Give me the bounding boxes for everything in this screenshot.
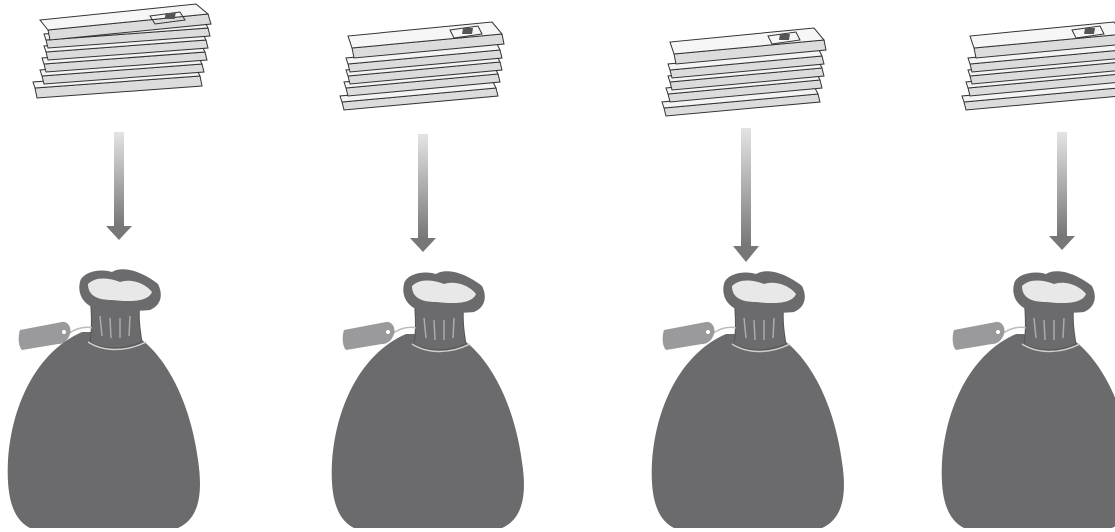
- mail-bag-icon: [942, 271, 1115, 528]
- letter-stack-icon: [33, 4, 211, 98]
- mail-bag-icon: [8, 269, 200, 528]
- letter-stack-icon: [962, 22, 1115, 110]
- flow-column-3: [644, 0, 864, 532]
- letter-stack-icon: [662, 28, 826, 116]
- column-graphic: [644, 0, 864, 532]
- column-graphic: [322, 0, 542, 532]
- column-graphic: [940, 0, 1115, 532]
- mail-bag-icon: [652, 271, 844, 528]
- column-graphic: [0, 0, 220, 532]
- mail-bag-icon: [332, 271, 524, 528]
- letter-stack-icon: [340, 22, 504, 110]
- flow-column-4: [940, 0, 1115, 532]
- down-arrow-icon: [1049, 132, 1075, 250]
- flow-column-1: [0, 0, 220, 532]
- down-arrow-icon: [106, 132, 132, 240]
- down-arrow-icon: [410, 134, 436, 252]
- down-arrow-icon: [733, 128, 759, 262]
- flow-column-2: [322, 0, 542, 532]
